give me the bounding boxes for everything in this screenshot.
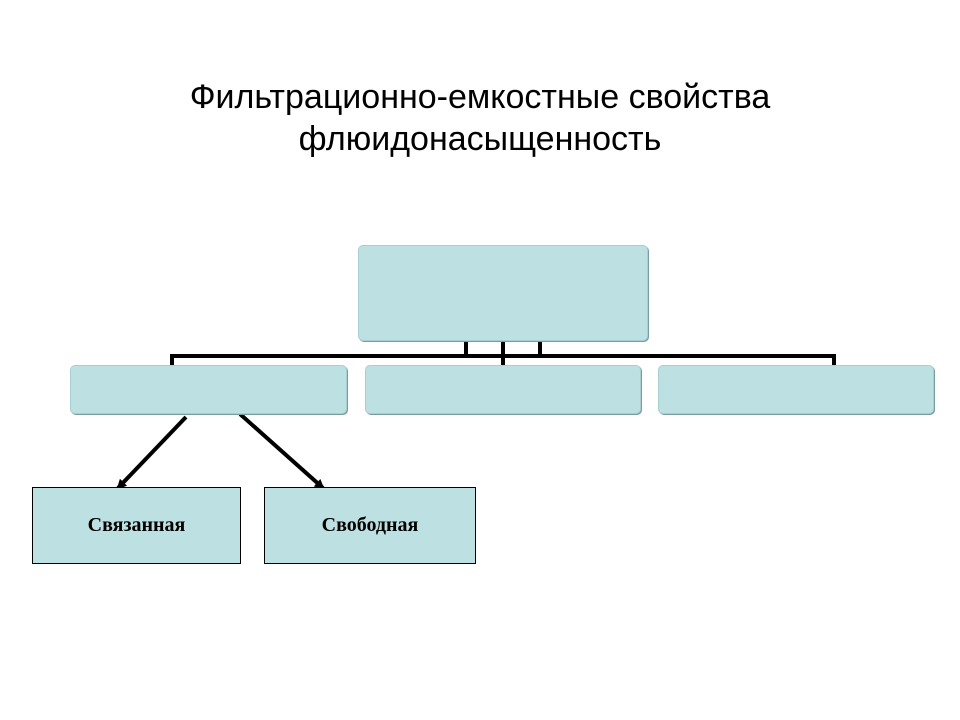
root-box [358, 245, 648, 341]
leaf-bound-label: Связанная [87, 514, 186, 536]
title-line-1: Фильтрационно-емкостные свойства [189, 78, 771, 116]
leaf-box-free: Свободная [264, 487, 476, 564]
leaf-box-bound: Связанная [32, 487, 241, 564]
arrow-to-free [238, 412, 325, 490]
level1-box-center [365, 365, 641, 414]
leaf-free-label: Свободная [321, 514, 419, 536]
hierarchy-bracket [170, 340, 836, 366]
slide-title: Фильтрационно-емкостные свойства флюидон… [0, 76, 960, 160]
title-line-2: флюидонасыщенность [298, 120, 662, 158]
level1-box-left [70, 365, 347, 414]
arrow-to-bound [116, 415, 188, 490]
level1-box-right [658, 365, 934, 414]
